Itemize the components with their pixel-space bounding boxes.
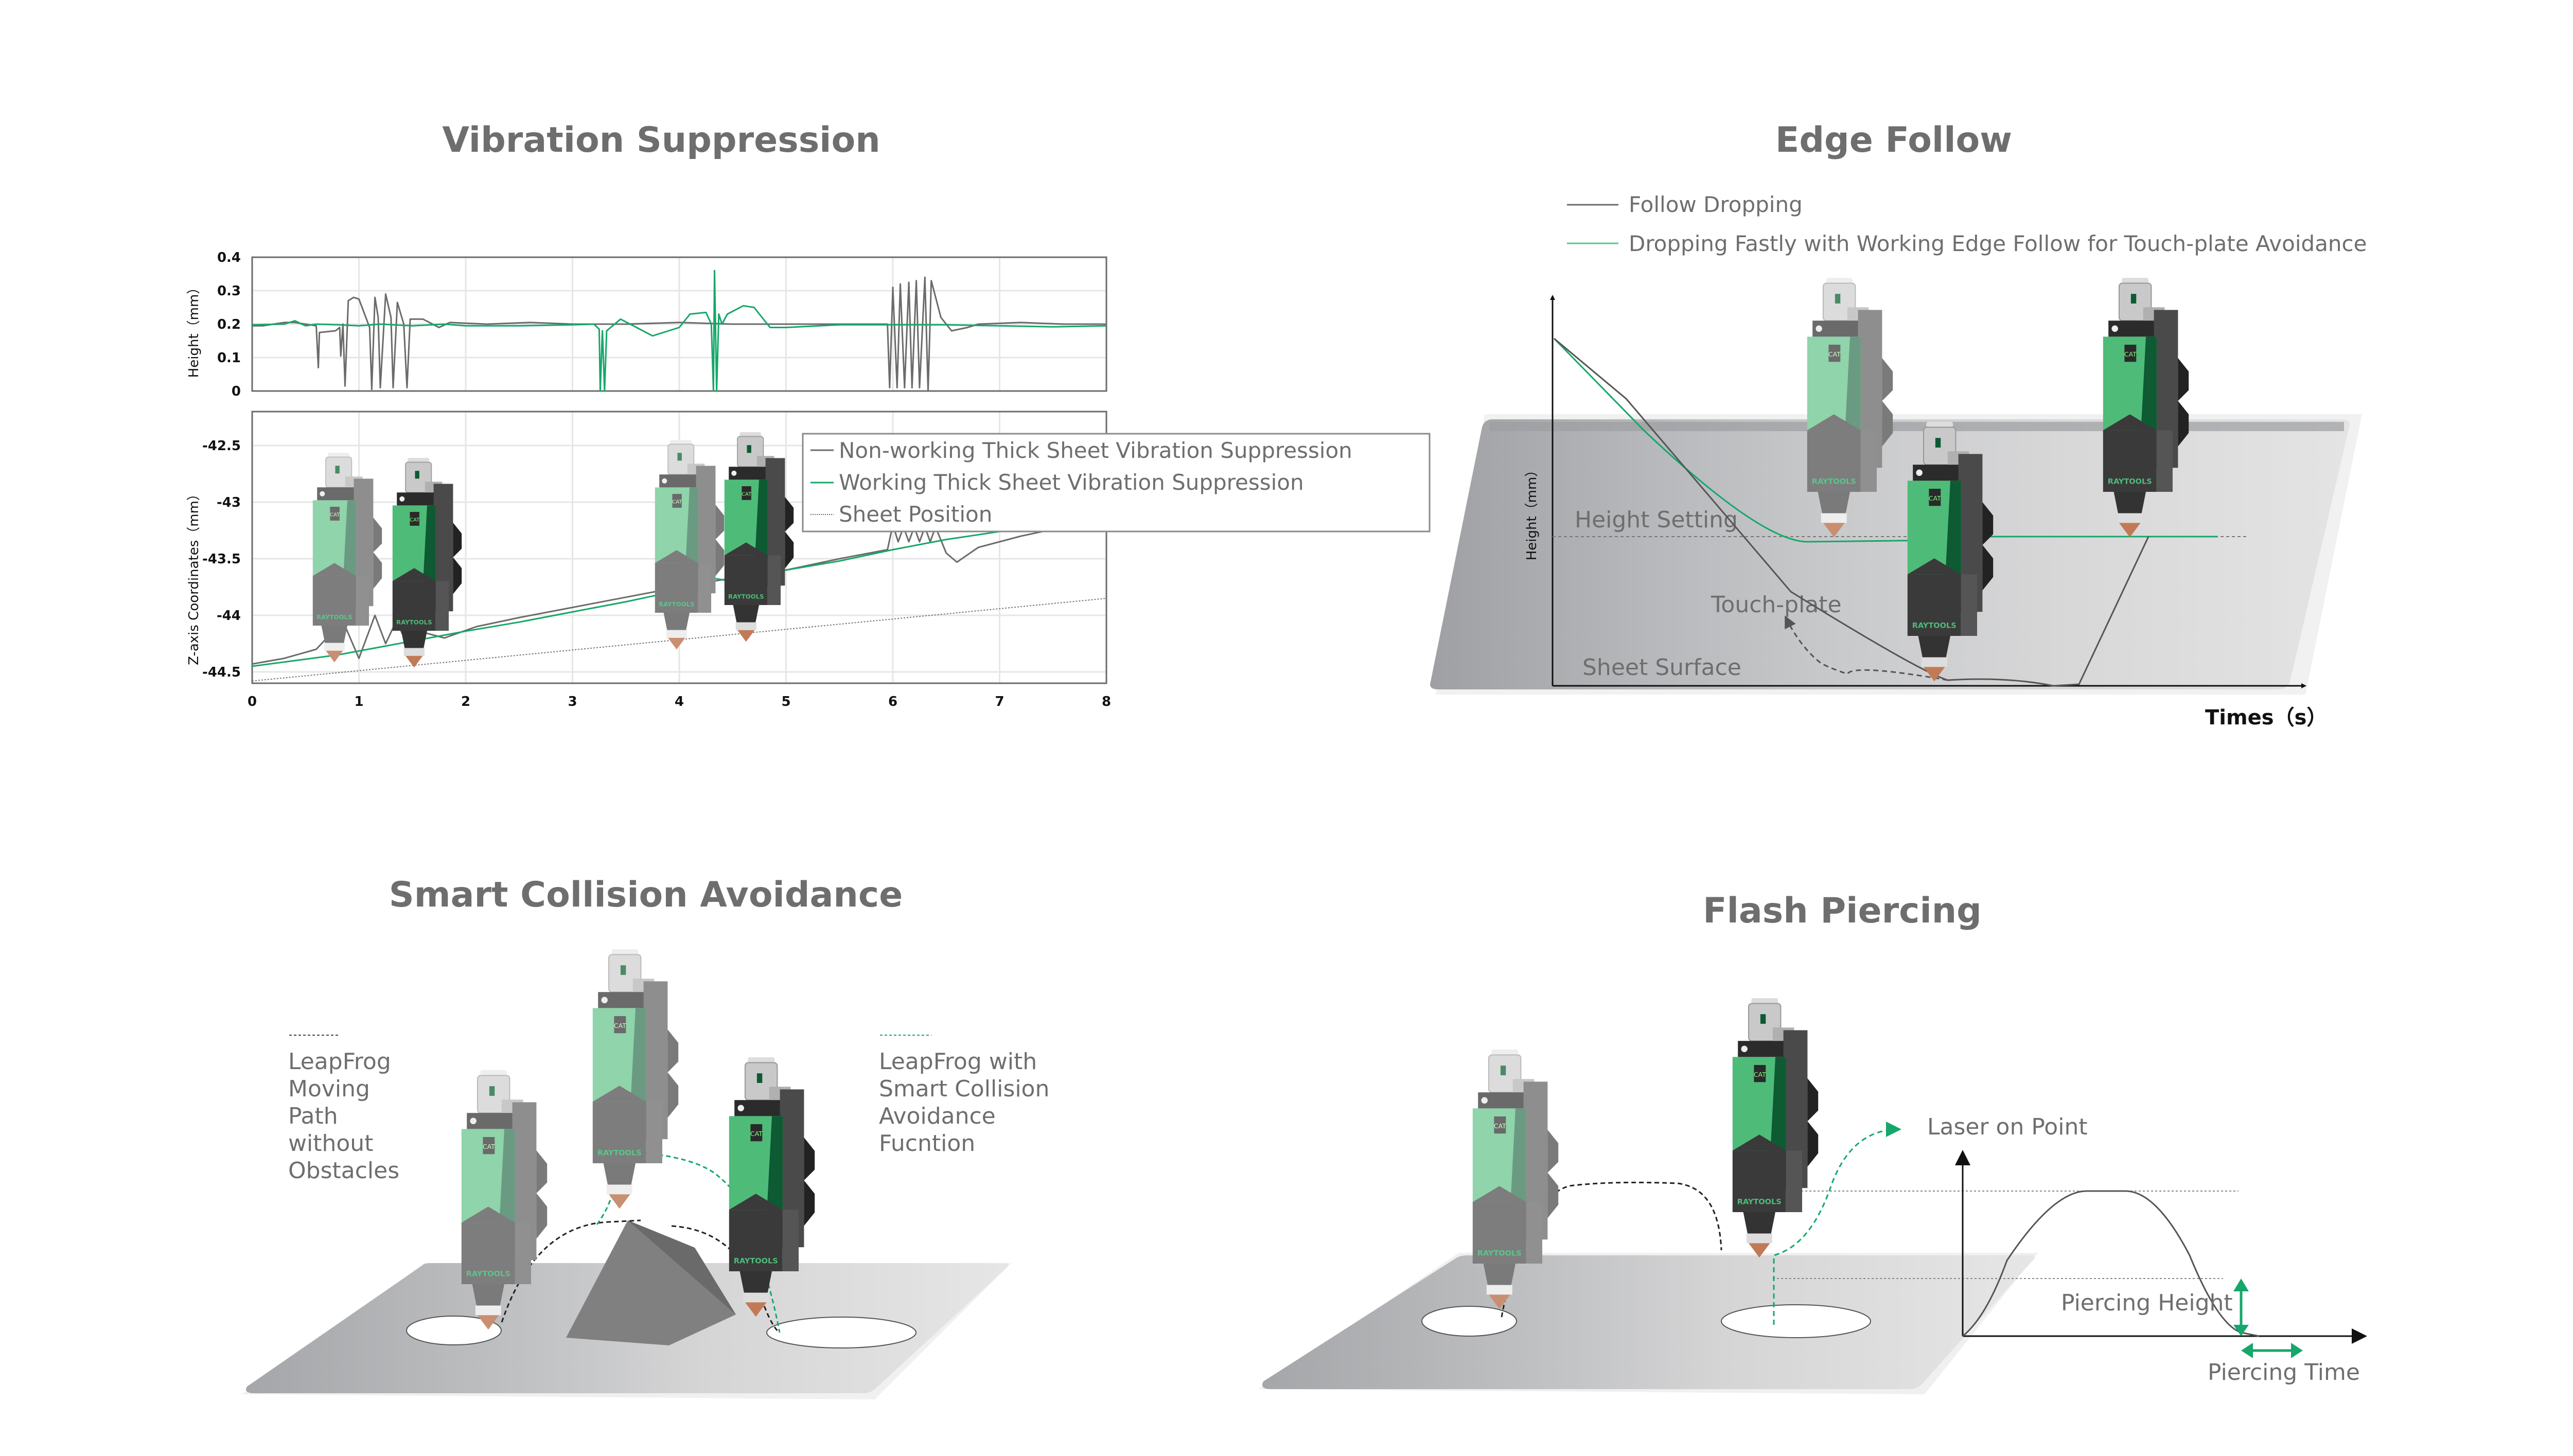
edge-y-axis-title: Height（mm） <box>1524 464 1540 561</box>
left-note-line: Obstacles <box>288 1158 399 1184</box>
cut-hole <box>1421 1306 1517 1337</box>
legend-item-working: Working Thick Sheet Vibration Suppressio… <box>839 470 1304 495</box>
vibration-title: Vibration Suppression <box>442 120 880 161</box>
arrow-left-icon <box>2241 1343 2253 1358</box>
arrow-up-icon <box>2233 1279 2249 1291</box>
edge-x-axis-title: Times（s） <box>2205 706 2327 730</box>
laser-on-point-label: Laser on Point <box>1927 1114 2088 1140</box>
touch-plate-arrow <box>1785 615 1948 681</box>
z-axis-chart: -42.5 -43 -43.5 -44 -44.5 0 1 2 3 4 5 6 7 8 Z-axis C… <box>186 411 1111 709</box>
x-tick: 1 <box>354 694 363 709</box>
x-tick: 2 <box>461 694 470 709</box>
z-axis-chart-frame <box>251 411 1107 684</box>
sheet-plate <box>1430 419 2350 689</box>
piercing-profile-curve <box>1962 1190 2260 1337</box>
vibration-panel: Vibration Suppression 0 0.1 0.2 0.3 0.4 Heig… <box>186 120 1431 709</box>
legend-item-follow-dropping: Follow Dropping <box>1629 192 1803 217</box>
arrow-right-icon <box>2291 1343 2303 1358</box>
left-note-line: without <box>288 1130 373 1157</box>
laser-head-faded <box>592 949 679 1210</box>
obstacle-side <box>628 1220 736 1315</box>
height-chart-y-tick: 0.2 <box>217 317 241 332</box>
x-tick: 3 <box>568 694 577 709</box>
x-tick: 7 <box>995 694 1004 709</box>
arrow-down-icon <box>2233 1325 2249 1336</box>
sheet-edge <box>1490 422 2344 431</box>
right-note-line: Fucntion <box>879 1130 975 1157</box>
left-note-line: Path <box>288 1103 338 1129</box>
piercing-height-label: Piercing Height <box>2061 1290 2233 1316</box>
sheet-plate <box>1262 1255 2035 1389</box>
right-note-line: Avoidance <box>879 1103 996 1129</box>
fast-dropping-curve <box>1553 338 2218 543</box>
x-tick: 0 <box>248 694 257 709</box>
z-chart-y-tick: -44.5 <box>202 665 241 680</box>
height-chart-series-nonworking <box>252 276 1106 392</box>
height-setting-label: Height Setting <box>1575 507 1738 533</box>
laser-head-faded <box>654 440 725 650</box>
x-tick: 6 <box>888 694 897 709</box>
edge-follow-panel: Edge Follow Follow Dropping Dropping Fas… <box>1430 120 2367 730</box>
z-chart-y-tick: -44 <box>217 608 241 624</box>
height-chart-y-tick: 0.1 <box>217 350 241 366</box>
piercing-panel: Flash Piercing Laser on Point Piercing H… <box>1258 891 2367 1394</box>
height-chart: 0 0.1 0.2 0.3 0.4 Height（mm） <box>186 250 1107 399</box>
z-chart-y-tick: -43 <box>217 495 241 510</box>
touch-plate-label: Touch-plate <box>1711 592 1842 618</box>
piercing-time-label: Piercing Time <box>2208 1359 2360 1386</box>
sheet-surface-label: Sheet Surface <box>1582 654 1741 681</box>
right-note-line: Smart Collision <box>879 1076 1049 1102</box>
cut-hole <box>766 1317 917 1348</box>
cut-hole <box>406 1316 502 1345</box>
collision-panel: Smart Collision Avoidance LeapFrog Movin… <box>242 875 1049 1399</box>
x-tick: 5 <box>781 694 790 709</box>
laser-on-path <box>1773 1122 1901 1325</box>
left-note-line: LeapFrog <box>288 1049 391 1075</box>
height-chart-series-working <box>252 270 1107 392</box>
legend-item-sheet-position: Sheet Position <box>839 502 992 527</box>
height-axis-title: Height（mm） <box>186 281 202 378</box>
x-tick: 4 <box>675 694 684 709</box>
laser-head <box>724 432 795 643</box>
piercing-title: Flash Piercing <box>1703 891 1982 931</box>
height-chart-y-tick: 0 <box>232 384 241 399</box>
cut-hole <box>1721 1304 1871 1338</box>
z-chart-series-sheet-position <box>252 598 1107 682</box>
height-chart-y-tick: 0.3 <box>217 283 241 299</box>
legend-box <box>802 433 1431 532</box>
z-axis-title: Z-axis Coordinates（mm） <box>186 487 202 665</box>
z-chart-y-tick: -42.5 <box>202 438 241 454</box>
height-chart-y-tick: 0.4 <box>217 250 241 265</box>
collision-title: Smart Collision Avoidance <box>389 875 903 915</box>
x-tick: 8 <box>1102 694 1111 709</box>
left-note-line: Moving <box>288 1076 370 1102</box>
z-chart-y-tick: -43.5 <box>202 552 241 567</box>
vibration-legend: Non-working Thick Sheet Vibration Suppre… <box>802 433 1431 532</box>
laser-head <box>1732 998 1819 1258</box>
right-note-line: LeapFrog with <box>879 1049 1037 1075</box>
edge-follow-title: Edge Follow <box>1775 120 2012 161</box>
legend-item-fast-dropping: Dropping Fastly with Working Edge Follow… <box>1629 231 2367 256</box>
legend-item-nonworking: Non-working Thick Sheet Vibration Suppre… <box>839 438 1352 463</box>
